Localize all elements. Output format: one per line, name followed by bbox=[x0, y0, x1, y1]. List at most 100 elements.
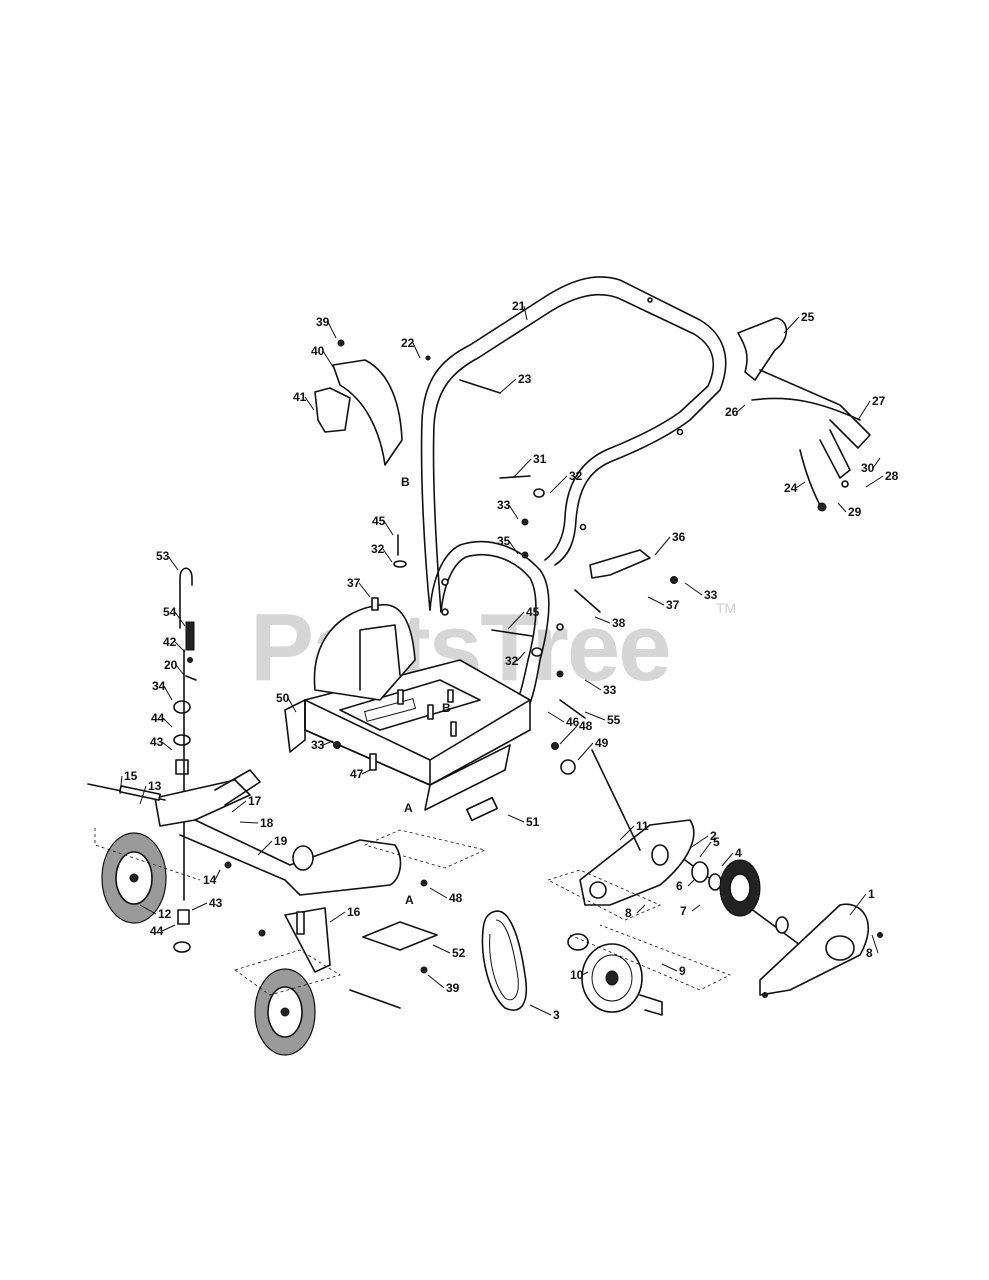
callout-leader-37b bbox=[647, 596, 665, 606]
callout-label-8b: 8 bbox=[866, 946, 873, 960]
callout-leader-29 bbox=[837, 502, 847, 513]
callout-label-27: 27 bbox=[872, 394, 886, 408]
callout-leader-25 bbox=[783, 316, 800, 334]
callout-label-21: 21 bbox=[512, 299, 526, 313]
callout-18: 18 bbox=[239, 816, 274, 830]
callout-leader-35 bbox=[508, 540, 519, 555]
callout-leader-40 bbox=[322, 350, 336, 371]
callout-11: 11 bbox=[619, 819, 649, 841]
callout-33: 33 bbox=[497, 498, 519, 520]
callout-label-51: 51 bbox=[526, 815, 540, 829]
callout-35: 35 bbox=[497, 534, 519, 555]
callout-label-53: 53 bbox=[156, 549, 170, 563]
hardware bbox=[224, 355, 601, 887]
callout-leader-53 bbox=[167, 555, 179, 571]
callout-label-24: 24 bbox=[784, 481, 798, 495]
callout-43b: 43 bbox=[191, 896, 223, 911]
callout-leader-28 bbox=[865, 475, 884, 488]
callout-14: 14 bbox=[203, 869, 221, 887]
callout-45b: 45 bbox=[507, 605, 540, 630]
callout-label-19: 19 bbox=[274, 834, 288, 848]
callout-48: 48 bbox=[559, 719, 593, 745]
callout-5: 5 bbox=[699, 835, 720, 858]
callout-55: 55 bbox=[584, 711, 621, 727]
callout-label-45: 45 bbox=[372, 514, 386, 528]
callout-label-1: 1 bbox=[868, 887, 875, 901]
callout-leader-43b bbox=[191, 902, 208, 911]
callout-leader-54 bbox=[174, 611, 186, 627]
callout-leader-18 bbox=[239, 821, 259, 824]
callout-32c: 32 bbox=[505, 651, 526, 668]
callout-label-14: 14 bbox=[203, 873, 217, 887]
callout-leader-37 bbox=[358, 582, 371, 598]
callout-label-47: 47 bbox=[350, 767, 364, 781]
callout-44: 44 bbox=[151, 711, 173, 728]
callout-leader-42 bbox=[174, 641, 186, 653]
callout-label-43: 43 bbox=[150, 735, 164, 749]
callout-leader-26 bbox=[736, 404, 746, 413]
callout-label-32: 32 bbox=[569, 469, 583, 483]
callout-leader-24 bbox=[795, 481, 806, 489]
callout-17: 17 bbox=[231, 794, 262, 813]
callout-37b: 37 bbox=[647, 596, 680, 612]
callout-45: 45 bbox=[372, 514, 394, 536]
pulley-assembly bbox=[567, 924, 731, 1016]
callout-leader-32 bbox=[549, 475, 568, 494]
callout-leader-49 bbox=[577, 742, 594, 761]
callout-leader-39 bbox=[327, 321, 337, 339]
callout-label-8: 8 bbox=[625, 906, 632, 920]
callout-22: 22 bbox=[401, 336, 421, 359]
callout-leader-30 bbox=[872, 457, 881, 469]
callout-27: 27 bbox=[857, 394, 886, 421]
callout-leader-2 bbox=[689, 835, 709, 849]
callout-label-45b: 45 bbox=[526, 605, 540, 619]
callout-leader-1 bbox=[849, 893, 867, 916]
callout-leader-17 bbox=[231, 800, 247, 813]
callout-leader-12 bbox=[139, 904, 157, 915]
callout-3: 3 bbox=[529, 1004, 560, 1022]
callout-leader-11 bbox=[619, 825, 635, 841]
callout-label-5: 5 bbox=[713, 835, 720, 849]
callout-37: 37 bbox=[347, 576, 371, 598]
callout-32b: 32 bbox=[371, 542, 393, 563]
callout-53: 53 bbox=[156, 549, 179, 571]
callout-52: 52 bbox=[432, 944, 466, 960]
callout-label-12: 12 bbox=[158, 907, 172, 921]
callout-8b: 8 bbox=[866, 934, 879, 960]
section-ref-A1: A bbox=[404, 801, 413, 815]
callout-label-17: 17 bbox=[248, 794, 262, 808]
callout-leader-15 bbox=[119, 775, 123, 795]
callout-leader-43 bbox=[161, 741, 173, 751]
rear-wheel bbox=[94, 828, 201, 924]
callout-39b: 39 bbox=[427, 974, 460, 995]
handle-frame bbox=[420, 276, 727, 723]
callout-label-44: 44 bbox=[151, 711, 165, 725]
callout-43: 43 bbox=[150, 735, 173, 751]
callout-label-43b: 43 bbox=[209, 896, 223, 910]
callout-leader-7 bbox=[691, 904, 701, 912]
callout-label-35: 35 bbox=[497, 534, 511, 548]
callout-10: 10 bbox=[570, 968, 589, 982]
side-plate bbox=[546, 749, 695, 921]
callout-leader-45 bbox=[383, 520, 394, 536]
callout-leader-21 bbox=[523, 305, 528, 321]
callout-label-49: 49 bbox=[595, 736, 609, 750]
height-adjust bbox=[173, 567, 197, 953]
callout-leader-32b bbox=[382, 548, 393, 563]
callout-20: 20 bbox=[164, 658, 185, 676]
callout-leader-4 bbox=[721, 852, 734, 867]
callout-leader-31 bbox=[512, 458, 532, 479]
callout-label-7: 7 bbox=[680, 904, 687, 918]
callout-leader-46 bbox=[547, 711, 565, 723]
callout-28: 28 bbox=[865, 469, 899, 488]
callout-leader-44b bbox=[161, 924, 176, 932]
callout-label-40: 40 bbox=[311, 344, 325, 358]
callout-7: 7 bbox=[680, 904, 701, 918]
callout-label-48: 48 bbox=[579, 719, 593, 733]
callout-label-22: 22 bbox=[401, 336, 415, 350]
callout-label-18: 18 bbox=[260, 816, 274, 830]
callout-33b: 33 bbox=[684, 582, 718, 602]
callout-42: 42 bbox=[163, 635, 186, 653]
callout-6: 6 bbox=[676, 879, 695, 893]
callout-leader-48 bbox=[559, 725, 578, 745]
